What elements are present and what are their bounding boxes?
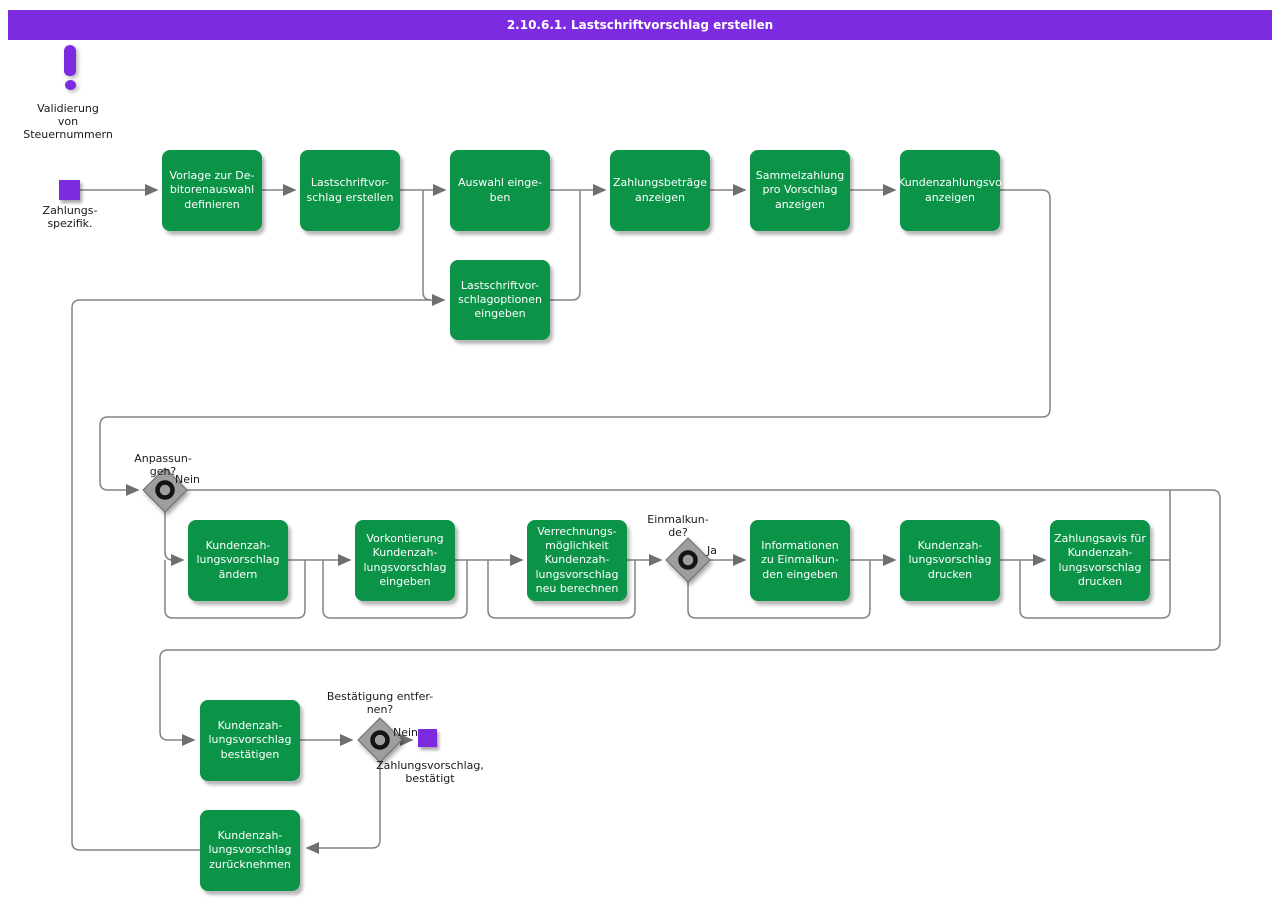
- validation-event-label: Validierung von Steuernummern: [23, 102, 113, 142]
- task-kundenzahlung-anzeigen[interactable]: Kundenzahlungsvo anzeigen: [898, 150, 1002, 231]
- start-event-label: Zahlungs- spezifik.: [42, 204, 98, 231]
- edge-optionen-out: [550, 190, 581, 301]
- task-vorschlagoptionen-eingeben[interactable]: Lastschriftvor- schlagoptionen eingeben: [450, 260, 550, 340]
- edge-branch-to-optionen: [422, 190, 432, 301]
- task-vorlage-definieren[interactable]: Vorlage zur De- bitorenauswahl definiere…: [162, 150, 262, 231]
- bypass-vorkontierung: [322, 560, 468, 619]
- task-lastschriftvorschlag-erstellen[interactable]: Lastschriftvor- schlag erstellen: [300, 150, 400, 231]
- start-event[interactable]: [59, 180, 80, 200]
- bypass-aendern: [164, 560, 306, 619]
- task-vorkontierung-eingeben[interactable]: Vorkontierung Kundenzah- lungsvorschlag …: [355, 520, 455, 601]
- edge-bestaetigung-to-zuruecknehmen: [305, 762, 381, 854]
- decision-anpassungen-branch-label: Nein: [175, 473, 201, 486]
- end-event[interactable]: [418, 729, 437, 747]
- task-vorschlag-drucken[interactable]: Kundenzah- lungsvorschlag drucken: [900, 520, 1000, 601]
- task-verrechnung-neu-berechnen[interactable]: Verrechnungs- möglichkeit Kundenzah- lun…: [527, 520, 627, 601]
- task-sammelzahlung-anzeigen[interactable]: Sammelzahlung pro Vorschlag anzeigen: [750, 150, 850, 231]
- edge-anpassungen-to-aendern: [164, 512, 185, 566]
- decision-einmalkunde-branch-label: Ja: [707, 544, 717, 557]
- validation-event-icon[interactable]: [56, 45, 84, 95]
- decision-anpassungen-label: Anpassun- gen?: [134, 452, 192, 479]
- decision-bestaetigung-label: Bestätigung entfer- nen?: [326, 690, 434, 717]
- decision-einmalkunde[interactable]: [665, 537, 711, 583]
- decision-einmalkunde-label: Einmalkun- de?: [647, 513, 709, 540]
- edge-zuruecknehmen-to-optionen: [71, 294, 446, 851]
- task-vorschlag-bestaetigen[interactable]: Kundenzah- lungsvorschlag bestätigen: [200, 700, 300, 781]
- bypass-zahlungsavis: [1019, 490, 1171, 619]
- decision-anpassungen[interactable]: [142, 467, 188, 513]
- end-event-label: Zahlungsvorschlag, bestätigt: [376, 759, 484, 786]
- exclamation-bar-icon: [64, 45, 76, 76]
- task-informationen-einmalkunden[interactable]: Informationen zu Einmalkun- den eingeben: [750, 520, 850, 601]
- exclamation-dot-icon: [64, 80, 76, 90]
- edge-anpassungen-nein-to-bestaetigen: [159, 489, 1221, 746]
- task-vorschlag-zuruecknehmen[interactable]: Kundenzah- lungsvorschlag zurücknehmen: [200, 810, 300, 891]
- decision-bestaetigung[interactable]: [357, 717, 403, 763]
- diagram-title: 2.10.6.1. Lastschriftvorschlag erstellen: [506, 18, 774, 32]
- decision-bestaetigung-branch-label: Nein: [393, 726, 419, 739]
- task-auswahl-eingeben[interactable]: Auswahl einge- ben: [450, 150, 550, 231]
- bypass-verrechnung: [487, 560, 636, 619]
- task-zahlungsavis-drucken[interactable]: Zahlungsavis für Kundenzah- lungsvorschl…: [1050, 520, 1150, 601]
- edge-anzeigen-to-anpassungen: [99, 189, 1051, 496]
- task-vorschlag-aendern[interactable]: Kundenzah- lungsvorschlag ändern: [188, 520, 288, 601]
- diagram-title-bar: 2.10.6.1. Lastschriftvorschlag erstellen: [8, 10, 1272, 40]
- task-zahlungsbetraege-anzeigen[interactable]: Zahlungsbeträge anzeigen: [610, 150, 710, 231]
- bypass-informationen: [687, 560, 871, 619]
